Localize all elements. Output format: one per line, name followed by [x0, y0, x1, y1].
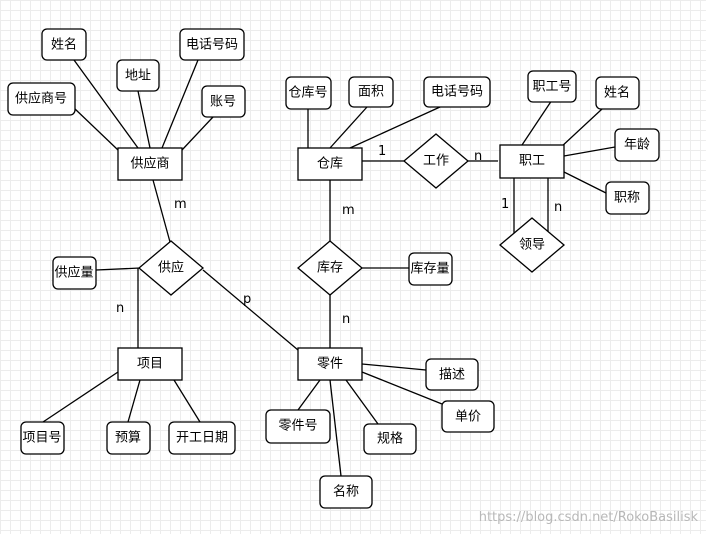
- attr-supply-qty[interactable]: 供应量: [52, 256, 97, 290]
- edge-warehouse-phone: [349, 106, 441, 149]
- attr-warehouse-no[interactable]: 仓库号: [285, 76, 332, 110]
- attr-supplier-phone-label: 电话号码: [186, 38, 238, 53]
- edge-part-no: [297, 379, 321, 411]
- attr-project-no[interactable]: 项目号: [20, 421, 65, 455]
- attr-supplier-address-label: 地址: [125, 69, 151, 84]
- card-part-stock: n: [342, 312, 350, 327]
- entity-warehouse-label: 仓库: [317, 156, 343, 172]
- edge-part-desc: [361, 363, 427, 371]
- attr-project-start-label: 开工日期: [176, 431, 228, 446]
- attr-part-price[interactable]: 单价: [441, 400, 495, 433]
- attr-part-desc-label: 描述: [439, 368, 465, 383]
- attr-staff-title-label: 职称: [614, 191, 640, 206]
- attr-staff-name[interactable]: 姓名: [595, 76, 640, 110]
- card-staff-work: n: [474, 149, 482, 164]
- attr-part-desc[interactable]: 描述: [425, 358, 479, 391]
- attr-warehouse-area-label: 面积: [358, 85, 384, 100]
- attr-project-no-label: 项目号: [22, 431, 61, 446]
- edge-staff-no: [519, 99, 553, 149]
- edge-part-name: [329, 379, 342, 477]
- relationship-stock-label: 库存: [317, 260, 343, 276]
- attr-staff-age[interactable]: 年龄: [614, 128, 660, 162]
- relationship-supply[interactable]: 供应: [137, 240, 205, 296]
- attr-staff-name-label: 姓名: [604, 85, 630, 101]
- attr-supplier-no-label: 供应商号: [15, 91, 67, 107]
- attr-stock-qty-label: 库存量: [410, 261, 449, 277]
- attr-part-spec[interactable]: 规格: [363, 423, 417, 455]
- entity-project[interactable]: 项目: [117, 347, 183, 381]
- edge-supplier-no: [73, 107, 119, 151]
- edge-part-price: [361, 371, 443, 405]
- attr-warehouse-phone-label: 电话号码: [431, 85, 483, 100]
- attr-supplier-name-label: 姓名: [51, 37, 77, 53]
- relationship-lead[interactable]: 领导: [498, 217, 566, 273]
- card-project-supply: n: [116, 301, 124, 316]
- attr-supplier-account-label: 账号: [210, 95, 236, 110]
- attr-part-name[interactable]: 名称: [319, 475, 373, 509]
- edge-warehouse-area: [329, 106, 368, 149]
- attr-part-no[interactable]: 零件号: [265, 409, 331, 444]
- attr-supplier-no[interactable]: 供应商号: [7, 82, 76, 116]
- edge-supplier-address: [137, 90, 151, 149]
- attr-warehouse-no-label: 仓库号: [288, 85, 327, 101]
- watermark-text: https://blog.csdn.net/RokoBasilisk: [479, 510, 699, 525]
- edge-staff-name: [559, 108, 603, 149]
- card-supplier-supply: m: [174, 197, 187, 212]
- relationship-supply-label: 供应: [158, 260, 184, 276]
- attr-warehouse-area[interactable]: 面积: [348, 76, 394, 108]
- card-warehouse-stock: m: [342, 203, 355, 218]
- card-part-supply: p: [243, 292, 251, 307]
- relationship-stock[interactable]: 库存: [296, 240, 364, 296]
- entity-supplier-label: 供应商: [130, 156, 169, 172]
- attr-part-spec-label: 规格: [377, 431, 403, 447]
- attr-staff-age-label: 年龄: [624, 138, 650, 153]
- attr-staff-no[interactable]: 职工号: [527, 70, 577, 103]
- relationship-work[interactable]: 工作: [402, 133, 470, 189]
- edge-project-budget: [127, 379, 141, 423]
- entity-staff[interactable]: 职工: [499, 144, 565, 179]
- relationship-lead-label: 领导: [519, 238, 545, 253]
- edge-staff-age: [563, 146, 616, 157]
- attr-part-no-label: 零件号: [278, 419, 317, 434]
- attr-staff-no-label: 职工号: [532, 80, 571, 95]
- attr-supplier-phone[interactable]: 电话号码: [179, 28, 245, 61]
- edge-project-start: [173, 379, 201, 423]
- edge-supplier-supply: [152, 179, 171, 243]
- connector-lines: [42, 59, 616, 477]
- card-lead-one: 1: [501, 197, 509, 212]
- entity-staff-label: 职工: [519, 154, 545, 169]
- edge-staff-title: [563, 171, 607, 194]
- card-lead-many: n: [554, 200, 562, 215]
- entity-warehouse[interactable]: 仓库: [297, 147, 363, 181]
- edge-project-no: [42, 371, 119, 423]
- cardinality-labels: m n p m n 1 n 1 n: [116, 144, 562, 327]
- attr-project-budget[interactable]: 预算: [106, 421, 151, 455]
- entity-project-label: 项目: [137, 357, 163, 372]
- attr-supplier-account[interactable]: 账号: [201, 85, 246, 118]
- attr-staff-title[interactable]: 职称: [605, 181, 650, 215]
- attr-stock-qty[interactable]: 库存量: [408, 252, 453, 286]
- edge-part-spec: [345, 379, 379, 425]
- attr-project-start[interactable]: 开工日期: [168, 421, 236, 455]
- attr-part-name-label: 名称: [333, 484, 359, 500]
- card-warehouse-work: 1: [378, 144, 386, 159]
- edge-supplyqty-supply: [95, 267, 141, 271]
- attr-warehouse-phone[interactable]: 电话号码: [423, 76, 491, 108]
- attr-project-budget-label: 预算: [115, 431, 141, 446]
- entity-part-label: 零件: [317, 357, 343, 372]
- edge-supplier-account: [181, 116, 214, 151]
- attr-supplier-name[interactable]: 姓名: [41, 28, 87, 61]
- edge-supplier-name: [73, 59, 139, 149]
- entity-part[interactable]: 零件: [297, 347, 363, 381]
- entity-supplier[interactable]: 供应商: [117, 147, 183, 181]
- relationship-work-label: 工作: [423, 154, 449, 169]
- edge-supply-part: [202, 269, 299, 351]
- attr-supply-qty-label: 供应量: [54, 265, 93, 281]
- attr-supplier-address[interactable]: 地址: [116, 59, 160, 92]
- attr-part-price-label: 单价: [455, 410, 481, 425]
- edge-supplier-phone: [161, 59, 199, 149]
